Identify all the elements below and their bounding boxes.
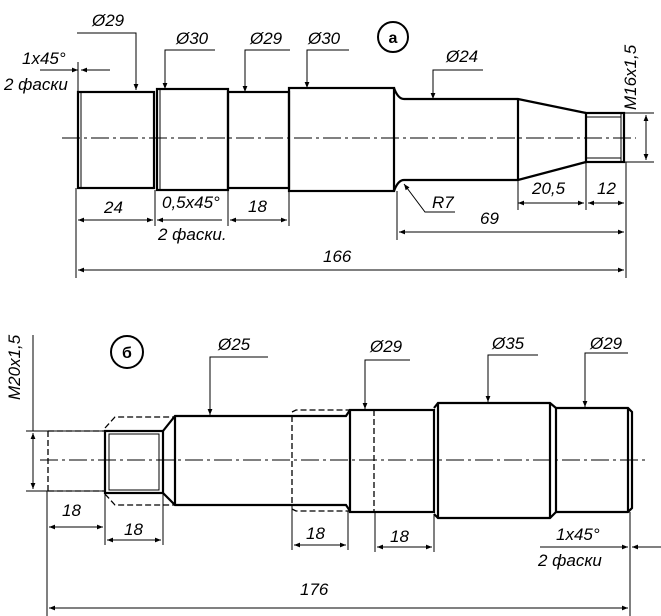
dim-label: 18 <box>248 197 267 216</box>
section-b-step <box>292 409 351 512</box>
dim-label: 69 <box>480 209 499 228</box>
section-a2 <box>155 87 230 192</box>
radius-leader <box>403 183 455 213</box>
diameter-label: Ø29 <box>91 11 125 30</box>
section-b-d29 <box>348 408 436 514</box>
section-b-d29-end <box>554 406 634 514</box>
leader-a3 <box>242 49 290 92</box>
diameter-label: Ø30 <box>307 29 341 48</box>
leader-b4 <box>582 352 628 407</box>
section-b-d35 <box>433 401 557 520</box>
leader-b1 <box>207 356 268 415</box>
dim-label: 18 <box>390 527 409 546</box>
drawing-label-b: б <box>122 345 132 362</box>
chamfer-mid-label: 0,5x45° <box>162 193 220 212</box>
diameter-label: Ø29 <box>589 334 623 353</box>
thread-chamfer-hidden <box>104 416 175 506</box>
thread-section-b <box>103 429 165 495</box>
drawing-label-a: а <box>389 30 398 47</box>
leader-b2 <box>362 359 410 409</box>
hidden-section <box>291 409 350 512</box>
diameter-label: Ø30 <box>175 29 209 48</box>
chamfer-mid-note: 2 фаски. <box>157 225 227 244</box>
section-a1 <box>76 90 156 190</box>
chamfer-note: 2 фаски <box>537 551 602 570</box>
leader-a2 <box>162 49 215 89</box>
dim-label: 166 <box>323 247 352 266</box>
dim-label: 24 <box>103 198 123 217</box>
dim-label: 176 <box>300 580 329 599</box>
diameter-label: Ø29 <box>249 29 283 48</box>
section-a5-taper <box>392 87 587 192</box>
dim-label: 20,5 <box>531 179 566 198</box>
thread-end-hidden <box>47 430 105 492</box>
label-circle-a <box>377 21 409 53</box>
thread-inner <box>108 433 160 491</box>
chamfer-label: 1x45° <box>22 49 66 68</box>
diameter-label: Ø35 <box>491 334 525 353</box>
leader-a4 <box>304 49 349 88</box>
diameter-label: Ø25 <box>217 335 251 354</box>
section-b-d25 <box>162 414 292 507</box>
leader-a5 <box>430 69 483 99</box>
dim-label: 18 <box>62 501 81 520</box>
leader-b3 <box>485 354 538 402</box>
radius-label: R7 <box>432 193 454 212</box>
diameter-label: Ø24 <box>445 47 478 66</box>
leader-a1 <box>77 32 139 90</box>
label-circle-b <box>110 335 144 369</box>
thread-label: M16x1,5 <box>621 44 640 110</box>
dim-label: 12 <box>597 179 616 198</box>
drawing-a: Ø29 Ø30 Ø29 Ø30 Ø24 а 1x45° 2 фаски M16x… <box>3 11 654 278</box>
dim-label: 18 <box>124 520 143 539</box>
thread-section-a <box>584 111 626 164</box>
dim-label: 18 <box>306 524 325 543</box>
chamfer-label: 1x45° <box>556 525 600 544</box>
chamfer-note: 2 фаски <box>3 75 68 94</box>
drawing-b: б Ø25 Ø29 Ø35 Ø29 M20x1,5 18 18 18 18 1x… <box>5 334 661 616</box>
section-a3 <box>226 90 291 190</box>
thread-label: M20x1,5 <box>5 334 24 400</box>
section-a4 <box>287 86 396 193</box>
diameter-label: Ø29 <box>369 337 403 356</box>
